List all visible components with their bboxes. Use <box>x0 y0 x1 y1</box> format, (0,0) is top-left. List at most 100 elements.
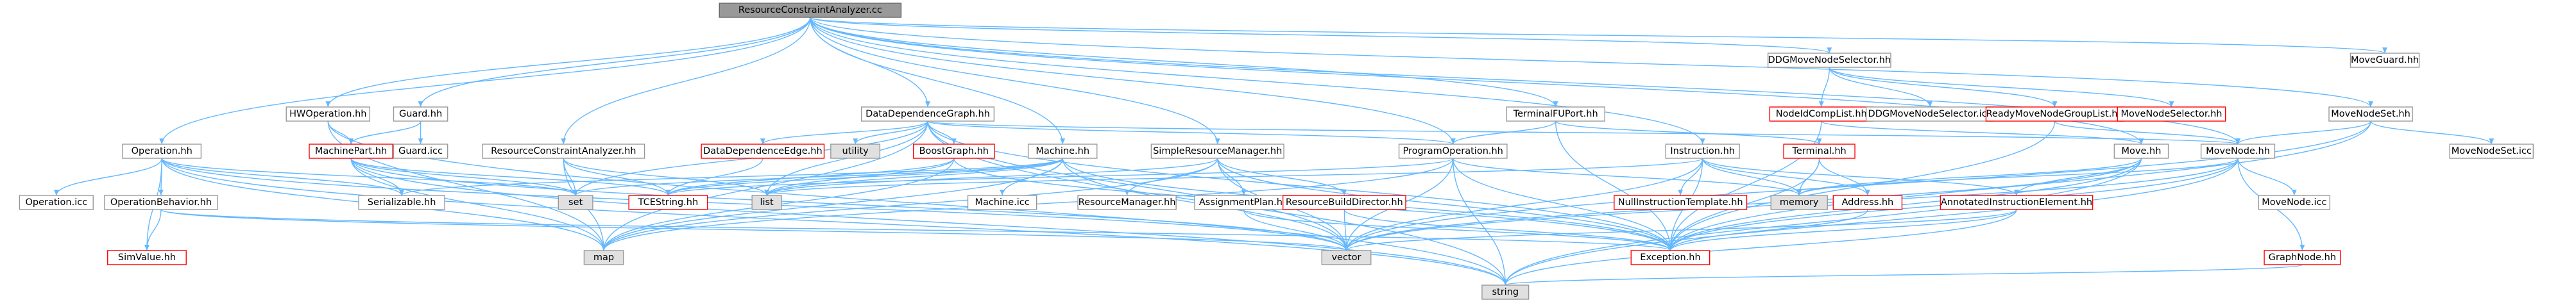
edge-ddg-hh-to-utility <box>853 120 928 145</box>
graph-node-movenodeset-icc[interactable]: MoveNodeSet.icc <box>2449 144 2534 159</box>
graph-node-srm-hh[interactable]: SimpleResourceManager.hh <box>1150 144 1284 159</box>
node-label: Guard.hh <box>399 109 442 119</box>
graph-node-movenodeset-hh[interactable]: MoveNodeSet.hh <box>2328 106 2413 122</box>
edge-root-to-moveguard-hh <box>810 17 2387 54</box>
graph-node-nodeidcomplist-hh[interactable]: NodeIdCompList.hh <box>1769 106 1873 122</box>
graph-node-ddg-hh[interactable]: DataDependenceGraph.hh <box>861 106 995 122</box>
graph-node-tcestring-hh[interactable]: TCEString.hh <box>628 195 708 210</box>
edge-operation-hh-to-operation-icc <box>53 158 162 196</box>
node-box <box>2264 250 2341 265</box>
edge-instruction-hh-to-memory <box>1702 158 1802 196</box>
graph-node-instruction-hh[interactable]: Instruction.hh <box>1665 144 1740 159</box>
graph-node-ddedge-hh[interactable]: DataDependenceEdge.hh <box>701 144 825 159</box>
node-label: Machine.icc <box>975 197 1029 208</box>
graph-node-machine-icc[interactable]: Machine.icc <box>967 195 1037 210</box>
edge-operation-hh-to-serializable-hh <box>161 158 404 196</box>
graph-node-operation-hh[interactable]: Operation.hh <box>122 144 202 159</box>
graph-node-machine-hh[interactable]: Machine.hh <box>1027 144 1098 159</box>
node-label: Exception.hh <box>1640 252 1700 263</box>
graph-node-assignplan-hh[interactable]: AssignmentPlan.hh <box>1194 195 1293 210</box>
graph-node-simvalue-hh[interactable]: SimValue.hh <box>107 250 187 265</box>
edge-movenode-hh-to-memory <box>1796 158 2239 196</box>
node-label: ResourceManager.hh <box>1079 197 1176 208</box>
edge-machine-hh-to-serializable-hh <box>399 158 1063 196</box>
graph-node-programop-hh[interactable]: ProgramOperation.hh <box>1398 144 1508 159</box>
graph-node-move-hh[interactable]: Move.hh <box>2113 144 2169 159</box>
graph-node-serializable-hh[interactable]: Serializable.hh <box>358 195 445 210</box>
node-label: utility <box>842 146 869 156</box>
graph-node-readymngl-hh[interactable]: ReadyMoveNodeGroupList.hh <box>1985 106 2124 122</box>
graph-node-vector: vector <box>1321 250 1372 265</box>
edge-guard-hh-to-machinepart-hh <box>348 120 422 145</box>
node-label: HWOperation.hh <box>289 109 366 119</box>
node-box <box>1770 195 1828 210</box>
node-label: ResourceConstraintAnalyzer.hh <box>491 146 636 156</box>
graph-node-moveguard-hh[interactable]: MoveGuard.hh <box>2350 53 2420 68</box>
node-box <box>861 106 995 122</box>
node-box <box>701 144 825 159</box>
graph-node-movenodeselector-hh[interactable]: MoveNodeSelector.hh <box>2117 106 2226 122</box>
graph-node-movenode-icc[interactable]: MoveNode.icc <box>2258 195 2331 210</box>
graph-node-graphnode-hh[interactable]: GraphNode.hh <box>2264 250 2341 265</box>
graph-node-hwoperation-hh[interactable]: HWOperation.hh <box>286 106 371 122</box>
edge-instruction-hh-to-list <box>764 158 1703 196</box>
node-label: Machine.hh <box>1036 146 1089 156</box>
graph-node-ddgmns-hh[interactable]: DDGMoveNodeSelector.hh <box>1767 53 1891 68</box>
edge-root-to-ddgmns-hh <box>810 17 1832 54</box>
graph-node-movenode-hh[interactable]: MoveNode.hh <box>2200 144 2276 159</box>
edge-root-to-operation-hh <box>159 17 811 145</box>
edge-root-to-hwoperation-hh <box>325 17 811 108</box>
node-label: DataDependenceEdge.hh <box>703 146 823 156</box>
node-box <box>583 250 624 265</box>
graph-node-address-hh[interactable]: Address.hh <box>1832 195 1903 210</box>
graph-node-exception-hh[interactable]: Exception.hh <box>1630 250 1710 265</box>
graph-node-annotinstr-hh[interactable]: AnnotatedInstructionElement.hh <box>1940 195 2094 210</box>
node-label: DDGMoveNodeSelector.icc <box>1868 109 1992 119</box>
edge-movenode-hh-to-string <box>1503 158 2239 286</box>
graph-node-boostgraph-hh[interactable]: BoostGraph.hh <box>912 144 995 159</box>
node-label: Move.hh <box>2122 146 2162 156</box>
graph-node-terminalfuport-hh[interactable]: TerminalFUPort.hh <box>1506 106 1605 122</box>
node-box <box>719 3 902 18</box>
node-label: set <box>568 197 583 208</box>
graph-node-guard-icc[interactable]: Guard.icc <box>393 144 448 159</box>
graph-node-opbehavior-hh[interactable]: OperationBehavior.hh <box>104 195 218 210</box>
edge-hwoperation-hh-to-map <box>327 120 606 251</box>
edge-annotinstr-hh-to-string <box>1503 209 2017 286</box>
node-label: map <box>593 252 614 263</box>
edge-operation-hh-to-string <box>161 158 1508 286</box>
node-box <box>2449 144 2534 159</box>
node-label: TerminalFUPort.hh <box>1513 109 1598 119</box>
graph-node-rbdirector-hh[interactable]: ResourceBuildDirector.hh <box>1282 195 1406 210</box>
edge-root-to-rca-hh <box>561 17 811 145</box>
edge-instruction-hh-to-address-hh <box>1702 158 1870 196</box>
edge-move-hh-to-string <box>1503 158 2142 286</box>
edge-machine-hh-to-set <box>573 158 1063 196</box>
node-box <box>286 106 371 122</box>
graph-node-root[interactable]: ResourceConstraintAnalyzer.cc <box>719 3 902 18</box>
graph-node-guard-hh[interactable]: Guard.hh <box>393 106 448 122</box>
graph-node-memory: memory <box>1770 195 1828 210</box>
node-box <box>558 195 593 210</box>
node-label: MoveGuard.hh <box>2351 55 2419 65</box>
graph-node-rca-hh[interactable]: ResourceConstraintAnalyzer.hh <box>482 144 645 159</box>
node-box <box>1077 195 1177 210</box>
node-box <box>482 144 645 159</box>
node-box <box>107 250 187 265</box>
node-label: SimValue.hh <box>118 252 176 263</box>
graph-node-machinepart-hh[interactable]: MachinePart.hh <box>309 144 393 159</box>
edge-terminalfuport-hh-to-terminal-hh <box>1555 120 1822 145</box>
edge-opbehavior-hh-to-simvalue-hh <box>144 209 162 251</box>
edge-root-to-terminalfuport-hh <box>810 17 1558 108</box>
node-label: ResourceConstraintAnalyzer.cc <box>738 5 882 15</box>
node-box <box>1481 284 1530 300</box>
graph-node-resmanager-hh[interactable]: ResourceManager.hh <box>1077 195 1177 210</box>
edge-root-to-movenodeset-hh <box>810 17 2373 108</box>
graph-node-terminal-hh[interactable]: Terminal.hh <box>1783 144 1855 159</box>
graph-node-nullinstrtemplate-hh[interactable]: NullInstructionTemplate.hh <box>1614 195 1748 210</box>
edge-machine-hh-to-map <box>601 158 1063 251</box>
graph-node-ddgmns-icc[interactable]: DDGMoveNodeSelector.icc <box>1865 106 1995 122</box>
edge-move-hh-to-annotinstr-hh <box>2014 158 2142 196</box>
node-box <box>2350 53 2420 68</box>
graph-node-operation-icc[interactable]: Operation.icc <box>19 195 94 210</box>
